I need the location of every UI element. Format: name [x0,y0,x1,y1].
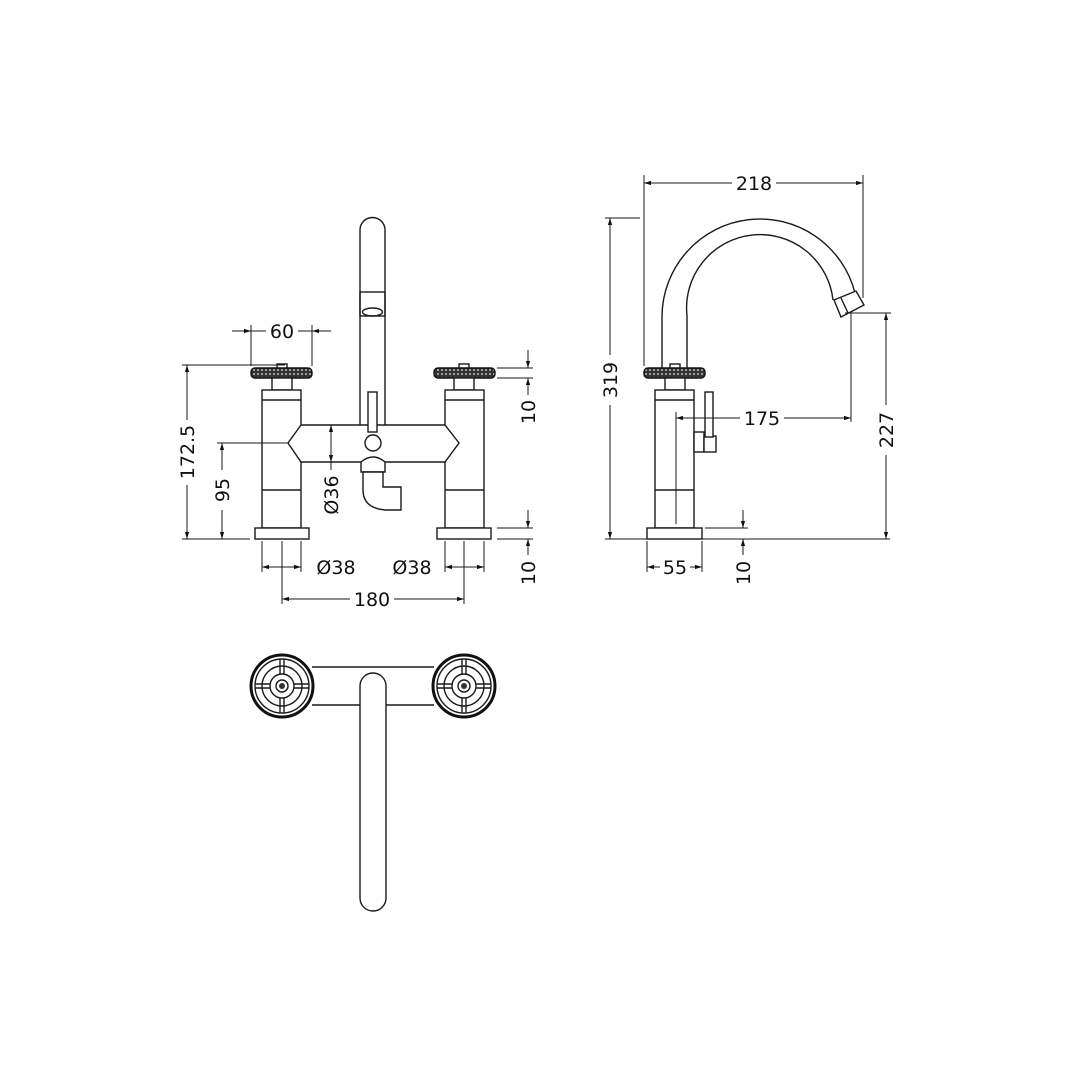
dim-overall-height-side: 319 [600,362,622,398]
left-handle [250,363,313,391]
dim-base-thickness-front: 10 [518,561,540,585]
dim-centres: 180 [354,589,390,611]
dim-spout-reach: 175 [744,408,780,430]
dim-spout-outlet-height: 227 [876,412,898,448]
plan-view [249,653,497,912]
right-column [436,389,492,540]
plan-right-handle [431,653,497,719]
side-column [654,389,695,529]
spout [359,216,386,425]
right-handle [433,363,496,391]
handshower-outlet [360,456,402,511]
dim-handle-width: 60 [270,321,294,343]
side-view [643,218,865,540]
left-column [254,389,310,540]
dim-bridge-diameter: Ø36 [321,475,343,514]
dim-right-column-diameter: Ø38 [392,557,431,579]
side-diverter-lever [693,391,717,453]
dimension-lines [182,175,891,604]
side-handle [643,367,706,379]
dim-bridge-height: 95 [212,478,234,502]
dim-overall-height-front: 172.5 [177,425,199,479]
dim-base-thickness-side: 10 [733,561,755,585]
plan-spout [359,672,387,912]
dim-base-depth: 55 [663,557,687,579]
side-spout [661,218,865,368]
front-view [250,216,496,540]
bridge [287,391,460,463]
dimension-labels: 60 172.5 95 10 10 Ø36 Ø38 Ø38 180 218 31… [177,173,898,611]
plan-left-handle [249,653,315,719]
dim-left-column-diameter: Ø38 [316,557,355,579]
dim-handle-thickness: 10 [518,400,540,424]
dim-spout-reach-overall: 218 [736,173,772,195]
